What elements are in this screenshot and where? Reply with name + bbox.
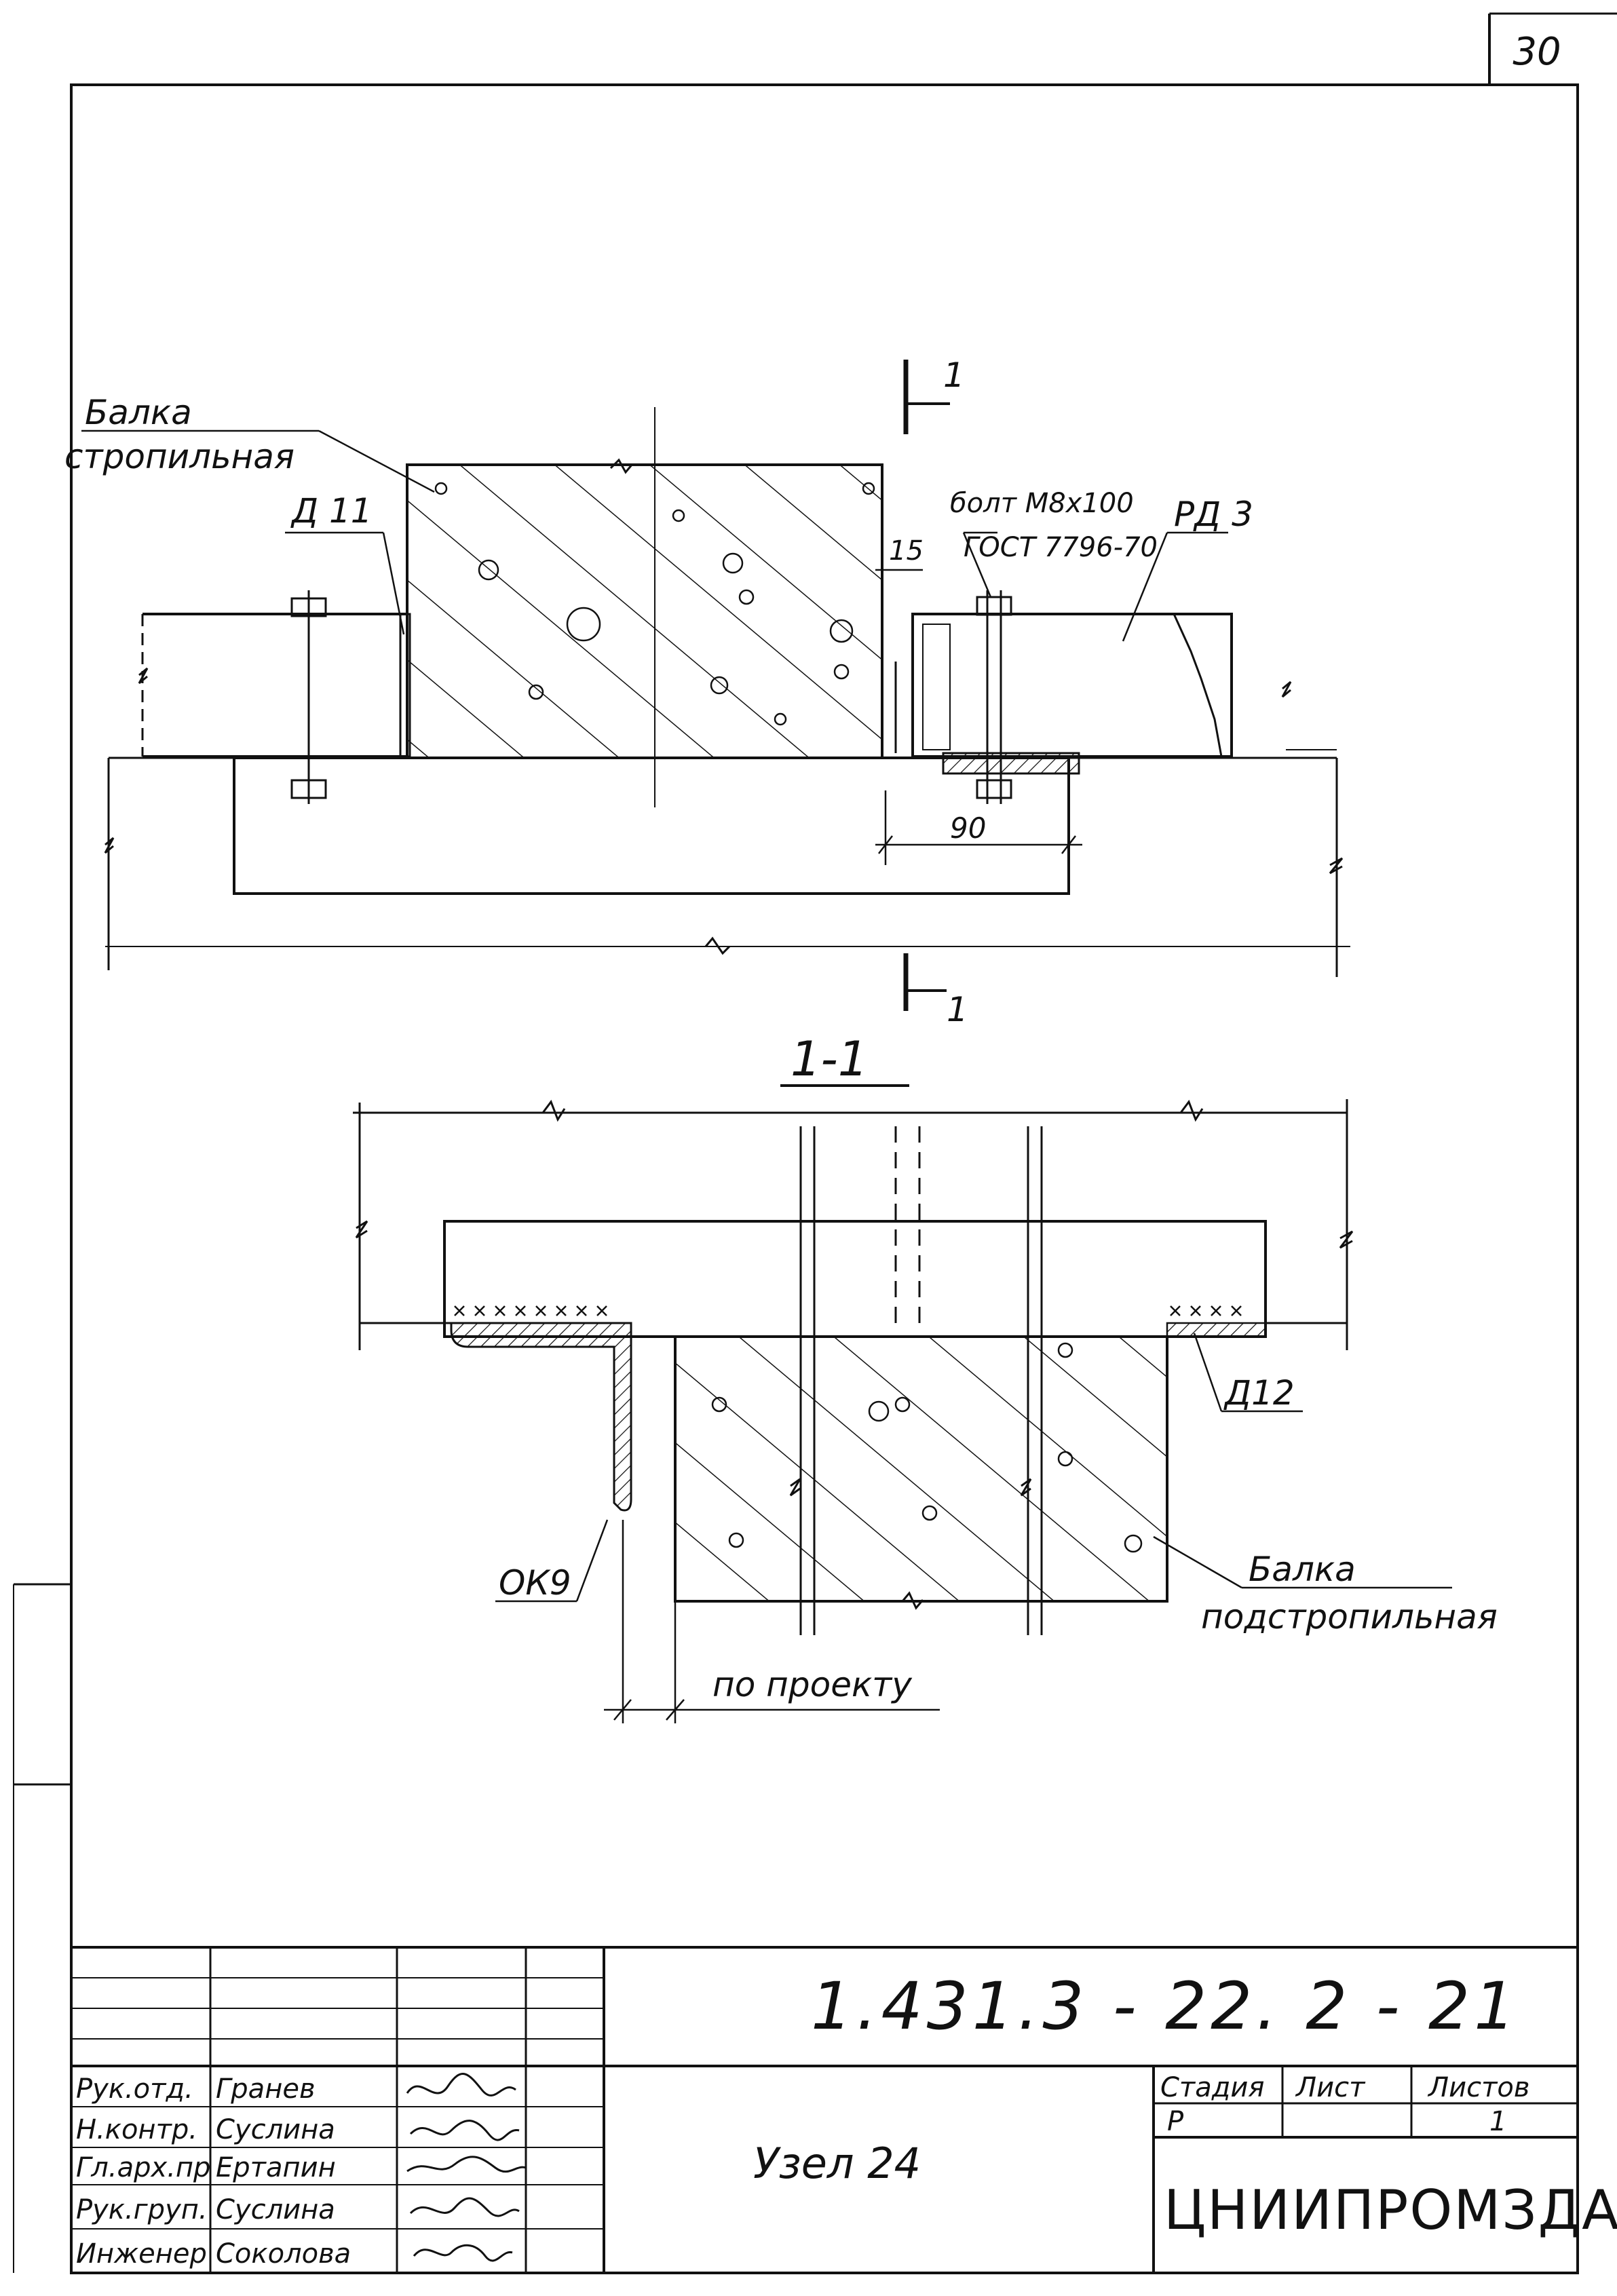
label-sub-rafter-beam-2: подстропильная: [1201, 1597, 1498, 1637]
section-marker-top-label: 1: [943, 356, 965, 395]
header-sheet: Лист: [1295, 2072, 1366, 2103]
title-block: [70, 1946, 1579, 2274]
staff-name: Соколова: [216, 2238, 351, 2270]
leader-lines-elevation: [81, 429, 1228, 642]
organization-name: ЦНИИПРОМЗДАНИЙ: [1164, 2178, 1617, 2242]
staff-role: Гл.арх.пр: [76, 2152, 210, 2183]
section-cut-marker-top: [903, 360, 950, 434]
rafter-beam-flange: [443, 1220, 1267, 1338]
left-bolt: [290, 590, 327, 804]
section-aggregate-marks: [711, 1342, 1143, 1553]
base-line: [104, 458, 1350, 977]
leader-lines-section: [495, 1333, 1452, 1603]
dimension-15-label: 15: [889, 535, 924, 567]
staff-name: Гранев: [216, 2073, 316, 2105]
sub-rafter-beam-section: [674, 1322, 1168, 1603]
bearing-plate: [233, 757, 1070, 895]
label-d12: Д12: [1223, 1373, 1295, 1413]
section-outline-lines: [353, 1099, 1354, 1610]
right-purlin-rd3: [894, 613, 1233, 758]
sheet-number: 30: [1513, 30, 1561, 74]
label-bolt-1: болт М8х100: [950, 488, 1134, 519]
label-rafter-beam-1: Балка: [85, 393, 192, 432]
staff-role: Инженер: [76, 2238, 207, 2270]
elevation-view: 90 15 1 1 Балка стропильная Д 11 болт М8…: [64, 356, 1350, 1029]
concrete-aggregate-marks: [434, 482, 875, 726]
angle-ok9: [450, 1322, 632, 1512]
staff-role: Рук.отд.: [76, 2073, 193, 2105]
staff-role: Рук.груп.: [76, 2194, 208, 2225]
section-rebars: [799, 1126, 1043, 1635]
header-stage: Стадия: [1160, 2072, 1264, 2103]
dimension-project-label: по проекту: [712, 1665, 913, 1704]
section-1-1: 1-1: [353, 1031, 1498, 1723]
stage-value: Р: [1167, 2106, 1184, 2137]
dimension-90-label: 90: [950, 811, 986, 845]
sheets-total-value: 1: [1489, 2106, 1506, 2137]
label-ok9: ОК9: [499, 1563, 571, 1603]
staff-name: Суслина: [216, 2114, 335, 2145]
bolt-m8: [976, 590, 1012, 804]
label-sub-rafter-beam-1: Балка: [1249, 1550, 1356, 1589]
document-code: 1.431.3 - 22. 2 - 21: [811, 1968, 1519, 2044]
staff-table: Рук.отд. Гранев Н.контр. Суслина Гл.арх.…: [76, 2073, 351, 2270]
section-cut-marker-bottom: [903, 953, 947, 1011]
label-bolt-2: ГОСТ 7796-70: [964, 532, 1158, 563]
rafter-beam-section: [406, 463, 883, 759]
label-rd3: РД 3: [1174, 495, 1253, 534]
label-d11: Д 11: [290, 491, 373, 531]
staff-name: Ертапин: [216, 2152, 336, 2183]
dimension-project: [604, 1520, 940, 1723]
label-rafter-beam-2: стропильная: [64, 437, 294, 476]
section-title: 1-1: [791, 1031, 868, 1087]
weld-marks: [454, 1305, 1267, 1338]
dimension-90: [875, 790, 1082, 865]
signatures: [406, 2073, 527, 2262]
section-marker-bottom-label: 1: [947, 990, 968, 1029]
drawing-title: Узел 24: [753, 2139, 921, 2188]
header-sheets: Листов: [1427, 2072, 1529, 2103]
staff-name: Суслина: [216, 2194, 335, 2225]
staff-role: Н.контр.: [76, 2114, 197, 2145]
left-purlin: [141, 613, 411, 758]
